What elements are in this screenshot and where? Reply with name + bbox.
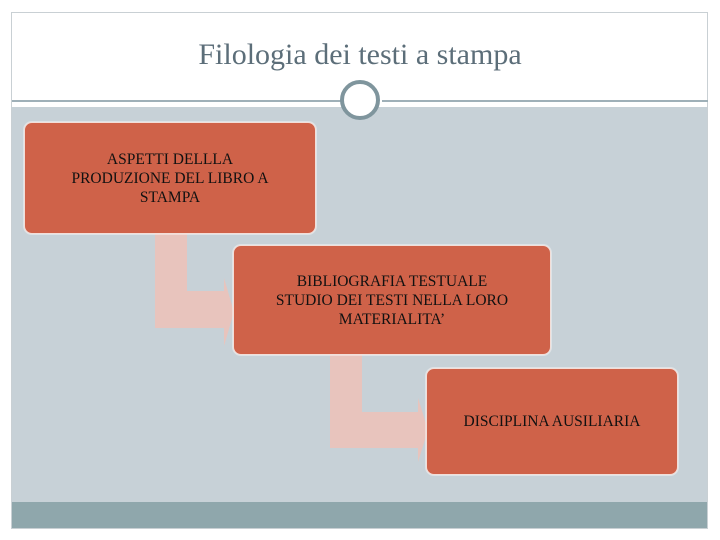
step-label-auxiliary: DISCIPLINA AUSILIARIA bbox=[463, 413, 641, 430]
title-divider-left bbox=[12, 100, 342, 102]
divider-circle-icon bbox=[340, 80, 380, 120]
slide-title: Filologia dei testi a stampa bbox=[198, 38, 522, 71]
footer-bar bbox=[12, 502, 707, 528]
arrow-step2-to-step3 bbox=[330, 354, 428, 462]
step-label-bibliography: BIBLIOGRAFIA TESTUALE STUDIO DEI TESTI N… bbox=[275, 272, 509, 328]
arrow-step1-to-step2 bbox=[155, 233, 234, 346]
step-box-bibliography: BIBLIOGRAFIA TESTUALE STUDIO DEI TESTI N… bbox=[233, 245, 551, 355]
title-divider-right bbox=[382, 100, 708, 102]
step-label-production: ASPETTI DELLLA PRODUZIONE DEL LIBRO A ST… bbox=[71, 150, 269, 206]
step-box-production: ASPETTI DELLLA PRODUZIONE DEL LIBRO A ST… bbox=[24, 122, 316, 234]
step-box-auxiliary: DISCIPLINA AUSILIARIA bbox=[426, 368, 678, 475]
